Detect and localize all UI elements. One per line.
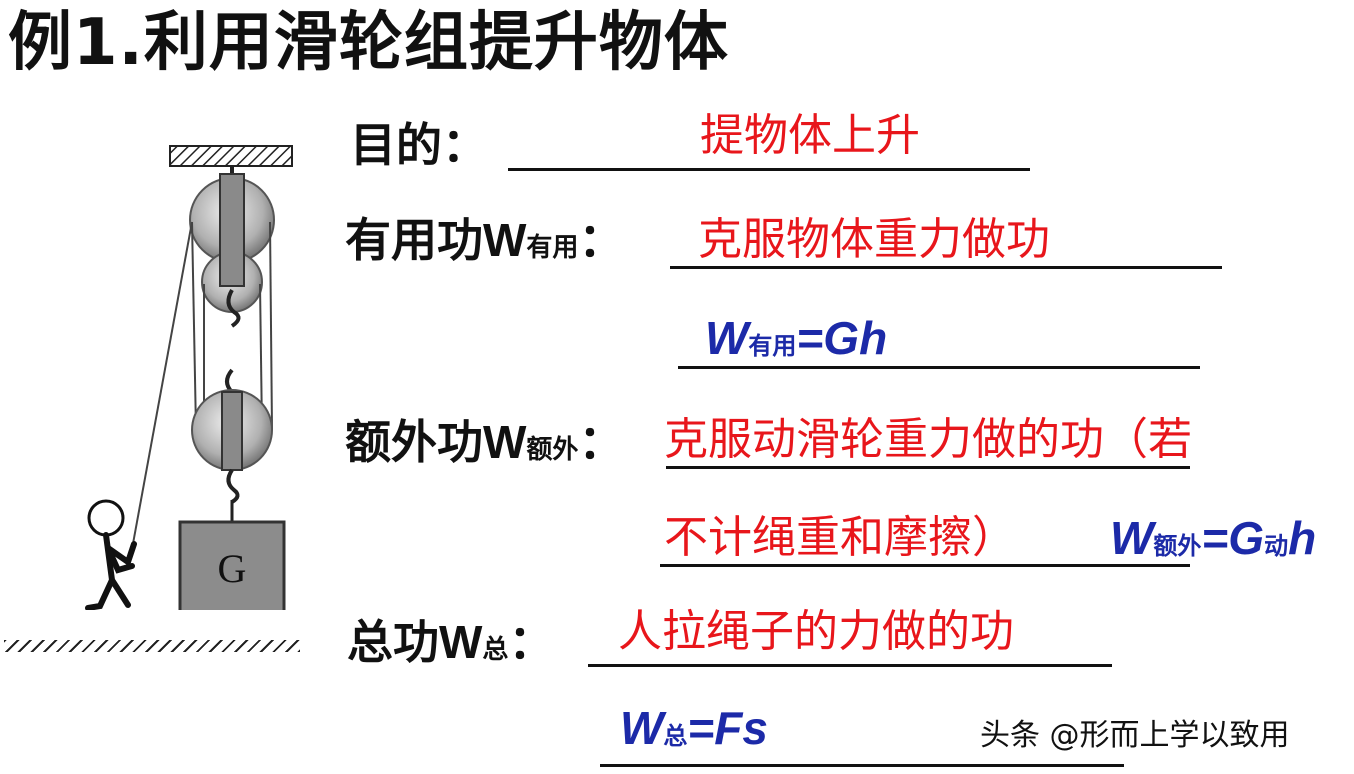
useful-work-text: 有用功	[345, 213, 483, 267]
extra-formula-g-sub: 动	[1264, 533, 1289, 560]
purpose-answer-line	[508, 168, 1030, 171]
weight-label: G	[218, 546, 247, 591]
purpose-label: 目的：	[350, 118, 488, 172]
total-work-text: 总功	[347, 615, 439, 669]
total-answer: 人拉绳子的力做的功	[618, 606, 1014, 657]
total-answer-line	[588, 664, 1112, 667]
extra-work-symbol: W	[483, 416, 527, 468]
total-work-subscript: 总	[482, 635, 509, 665]
extra-work-text: 额外功	[345, 415, 483, 469]
extra-formula-h: h	[1288, 512, 1317, 564]
extra-answer-line	[666, 466, 1190, 469]
useful-answer-line	[670, 266, 1222, 269]
extra-answer-line1: 克服动滑轮重力做的功（若	[664, 414, 1192, 465]
useful-answer: 克服物体重力做功	[698, 214, 1050, 265]
person-figure	[85, 499, 137, 610]
total-formula-line	[600, 764, 1124, 767]
total-formula-rest: =Fs	[687, 702, 768, 754]
extra-formula-w: W	[1110, 512, 1154, 564]
useful-formula-line	[678, 366, 1200, 369]
extra-formula-eq: =G	[1201, 512, 1265, 564]
extra-answer-line2: 不计绳重和摩擦）	[664, 512, 1016, 563]
extra-work-label: 额外功W额外：	[345, 414, 624, 478]
page-title: 例1.利用滑轮组提升物体	[8, 6, 729, 80]
extra-formula: W额外=G动h	[1110, 510, 1316, 575]
watermark: 头条 @形而上学以致用	[980, 718, 1290, 753]
useful-formula-w: W	[705, 312, 749, 364]
weight-box	[178, 520, 286, 610]
pulley-diagram: G	[85, 145, 293, 610]
purpose-answer: 提物体上升	[700, 110, 920, 161]
useful-work-subscript: 有用	[526, 233, 579, 263]
useful-work-symbol: W	[483, 214, 527, 266]
useful-work-colon: ：	[578, 213, 625, 267]
total-formula-sub: 总	[663, 723, 688, 750]
useful-formula: W有用=Gh	[705, 310, 887, 375]
ceiling-support	[169, 145, 293, 167]
total-formula: W总=Fs	[620, 700, 768, 765]
total-work-symbol: W	[439, 616, 483, 668]
total-formula-w: W	[620, 702, 664, 754]
ground-hatch	[4, 640, 300, 652]
useful-formula-rest: =Gh	[796, 312, 888, 364]
total-work-label: 总功W总：	[347, 614, 554, 678]
extra-work-colon: ：	[578, 415, 625, 469]
useful-formula-sub: 有用	[748, 333, 797, 360]
extra-work-subscript: 额外	[526, 435, 579, 465]
total-work-colon: ：	[508, 615, 555, 669]
extra-formula-sub: 额外	[1153, 533, 1202, 560]
useful-work-label: 有用功W有用：	[345, 212, 624, 276]
extra-second-line	[660, 564, 1190, 567]
